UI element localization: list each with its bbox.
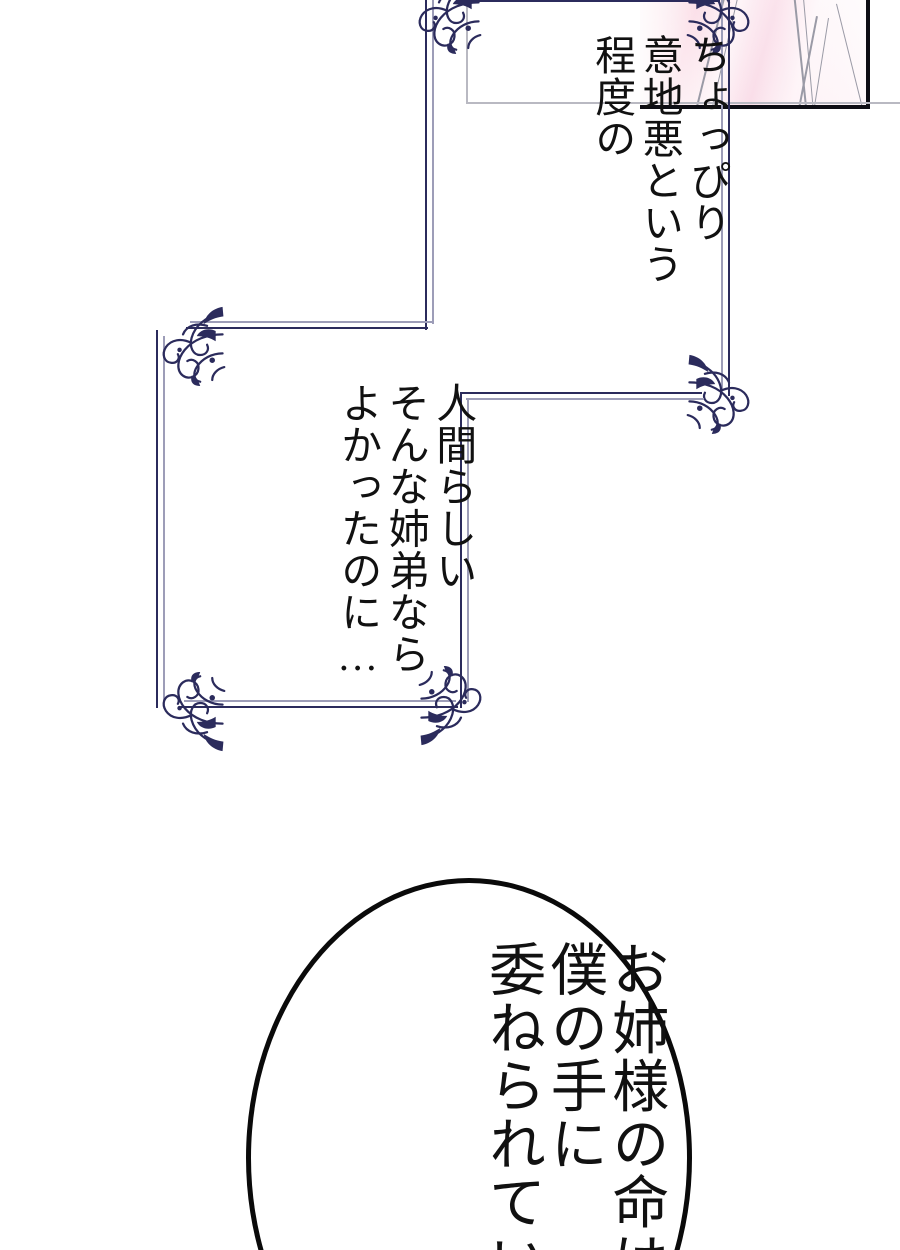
narration-line: 人間らしい — [429, 382, 476, 592]
narration-line: そんな姉弟なら — [382, 382, 429, 675]
inner-guide-line-vertical — [466, 0, 468, 103]
speech-bubble-text: お姉様の命は僕の手に委ねられてい — [358, 940, 789, 1250]
speech-line: 委ねられてい — [480, 940, 544, 1250]
art-panel-top-right — [640, 0, 870, 109]
narration-line: 意地悪という — [636, 34, 683, 285]
inner-guide-line-horizontal — [466, 102, 900, 104]
speech-line: お姉様の命は — [603, 940, 667, 1250]
speech-line: 僕の手に — [542, 940, 606, 1173]
corner-ornament-icon — [140, 672, 226, 758]
narration-line: ちょっぴり — [683, 34, 730, 244]
corner-ornament-icon — [396, 0, 482, 54]
corner-ornament-icon — [140, 300, 226, 386]
narration-text-lower: 人間らしいそんな姉弟ならよかったのに… — [238, 382, 571, 692]
panel-highlight-wash — [640, 0, 866, 105]
narration-line: よかったのに… — [334, 382, 381, 680]
narration-text-upper: ちょっぴり意地悪という程度の — [492, 34, 825, 334]
narration-line: 程度の — [588, 34, 635, 160]
